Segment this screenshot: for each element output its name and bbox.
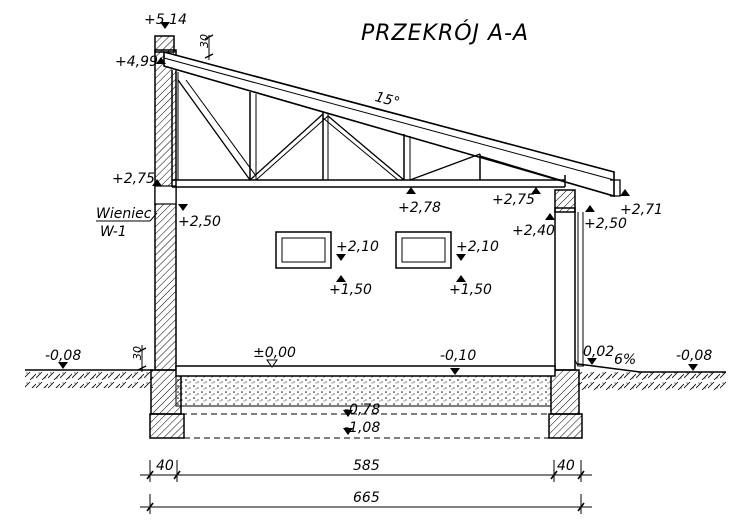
section-title: PRZEKRÓJ A-A: [361, 20, 529, 46]
dimension-chain-total: [140, 494, 592, 514]
ground-left: [25, 370, 153, 388]
dim-left-wall: 40: [156, 458, 174, 474]
ground-right: [578, 372, 726, 390]
level-foundation-2: -1,08: [344, 420, 380, 436]
left-wall: [154, 49, 177, 371]
roof-angle: 15°: [373, 89, 401, 111]
level-wieniec-left: +2,50: [178, 214, 221, 230]
level-window1-top: +2,10: [336, 239, 379, 255]
level-window1-bottom: +1,50: [329, 282, 372, 298]
roof-slope: [163, 50, 615, 198]
level-lintel-right2: +2,50: [584, 216, 627, 232]
level-truss-bottom: +2,78: [398, 200, 441, 216]
parapet: [154, 35, 175, 53]
level-roof-top: +4,99: [115, 54, 158, 70]
floor-slab: [175, 365, 556, 377]
wieniec-left: [154, 185, 177, 205]
footing-left: [149, 413, 185, 439]
level-lintel-right: +2,40: [512, 223, 555, 239]
level-window2-bottom: +1,50: [449, 282, 492, 298]
level-gutter: +2,71: [620, 202, 663, 218]
level-door-step: 0,02: [583, 344, 614, 360]
wieniec-label: Wieniec: [96, 206, 152, 222]
dim-total: 665: [353, 490, 380, 506]
level-ground-right: -0,08: [676, 348, 712, 364]
footing-right: [548, 413, 583, 439]
level-chimney-top: +5,14: [144, 12, 187, 28]
dim-top-30: 30: [198, 34, 211, 48]
slope-label: 6%: [614, 352, 636, 368]
dim-interior: 585: [353, 458, 380, 474]
level-floor: ±0,00: [253, 345, 296, 361]
right-wall: [554, 207, 576, 371]
level-eave-left: +2,75: [112, 171, 155, 187]
level-window2-top: +2,10: [456, 239, 499, 255]
level-truss-right: +2,75: [492, 192, 535, 208]
wieniec-right: [554, 189, 576, 213]
gravel-bed: [175, 375, 552, 407]
wieniec-code: W-1: [100, 224, 127, 240]
level-foundation-1: -0,78: [344, 402, 380, 418]
level-ground-left: -0,08: [45, 348, 81, 364]
dim-right-wall: 40: [557, 458, 575, 474]
roof-truss: [171, 70, 566, 188]
window-1: [275, 231, 332, 269]
window-2: [395, 231, 452, 269]
level-floor-inner: -0,10: [440, 348, 476, 364]
dimension-chain-top: [140, 460, 592, 482]
dim-side-30: 30: [131, 346, 144, 360]
